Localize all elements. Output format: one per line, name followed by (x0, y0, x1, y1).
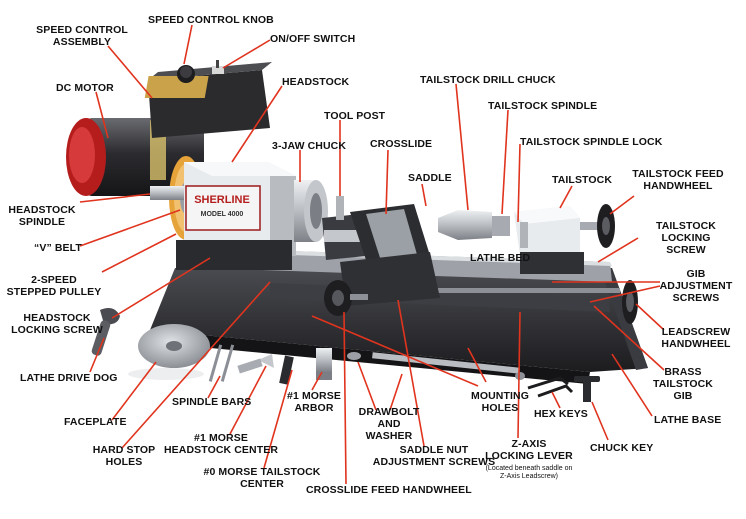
label-tailstock-feed-handwheel: TAILSTOCK FEED HANDWHEEL (632, 168, 724, 192)
leader-lines (79, 24, 665, 485)
leader-saddle (421, 183, 427, 207)
leader-dc-motor (95, 91, 109, 139)
leader-crosslide-feed-handwheel (343, 311, 347, 485)
leader-chuck-key (591, 401, 609, 441)
leader-drawbolt-a (357, 361, 377, 411)
three-jaw-chuck-shape (294, 180, 328, 242)
label-morse0-tailstock-center: #0 MORSE TAILSTOCK CENTER (203, 466, 321, 490)
label-gib-adjustment-screws: GIB ADJUSTMENT SCREWS (659, 268, 733, 304)
spindle-bars-shape (208, 344, 235, 382)
leader-z-axis-lever (517, 311, 521, 439)
label-tailstock: TAILSTOCK (552, 174, 613, 186)
label-tailstock-drill-chuck: TAILSTOCK DRILL CHUCK (420, 74, 556, 86)
label-tailstock-locking-screw: TAILSTOCK LOCKING SCREW (655, 220, 716, 256)
label-crosslide-feed-handwheel: CROSSLIDE FEED HANDWHEEL (306, 484, 472, 496)
leader-speed-control-knob (183, 24, 193, 65)
label-tailstock-spindle-lock: TAILSTOCK SPINDLE LOCK (520, 136, 663, 148)
leader-headstock-locking-screw (111, 257, 211, 319)
leader-tailstock-feed-handwheel (609, 195, 635, 215)
label-mounting-holes: MOUNTING HOLES (471, 390, 529, 414)
label-spindle-bars: SPINDLE BARS (172, 396, 252, 408)
leader-morse0-tailstock-center (263, 369, 293, 469)
leader-tailstock (559, 185, 573, 209)
label-z-axis-lever: Z-AXIS LOCKING LEVER (485, 438, 573, 462)
label-saddle: SADDLE (408, 172, 452, 184)
label-lathe-drive-dog: LATHE DRIVE DOG (20, 372, 118, 384)
label-headstock-locking-screw: HEADSTOCK LOCKING SCREW (11, 312, 103, 336)
crosslide-shape (340, 204, 440, 306)
morse1-headstock-center-shape (237, 354, 274, 374)
crosslide-handwheel-shape (324, 280, 368, 316)
leader-saddle-nut-screws (397, 299, 425, 447)
label-morse1-headstock-center: #1 MORSE HEADSTOCK CENTER (164, 432, 278, 456)
headstock-shape: SHERLINE MODEL 4000 (176, 162, 296, 270)
leader-v-belt (79, 209, 181, 247)
label-z-axis-note: (Located beneath saddle on Z-Axis Leadsc… (485, 465, 573, 480)
leader-tailstock-spindle (501, 109, 509, 215)
label-lathe-base: LATHE BASE (654, 414, 722, 426)
label-chuck-key: CHUCK KEY (590, 442, 654, 454)
label-tailstock-spindle: TAILSTOCK SPINDLE (488, 100, 598, 112)
leader-two-speed-pulley (101, 233, 177, 273)
speed-control-box-shape (144, 60, 272, 138)
leader-mounting-holes-b (311, 315, 479, 387)
label-saddle-nut-screws: SADDLE NUT ADJUSTMENT SCREWS (372, 444, 496, 468)
label-three-jaw-chuck: 3-JAW CHUCK (272, 140, 347, 152)
leader-tailstock-drill-chuck (455, 83, 469, 211)
morse1-arbor-shape (316, 348, 332, 380)
leader-leadscrew-handwheel (635, 303, 665, 331)
headstock-model-text: MODEL 4000 (201, 211, 244, 218)
label-lathe-bed: LATHE BED (470, 252, 531, 264)
leader-tailstock-locking-screw (597, 237, 639, 263)
label-headstock: HEADSTOCK (282, 76, 350, 88)
label-morse1-arbor: #1 MORSE ARBOR (287, 390, 341, 414)
leader-on-off-switch (222, 39, 271, 69)
tailstock-shape (514, 204, 615, 274)
leadscrew-handwheel-shape (622, 280, 638, 324)
lathe-drive-dog-shape (91, 308, 120, 356)
leader-tailstock-spindle-lock (517, 143, 521, 223)
label-faceplate: FACEPLATE (64, 416, 127, 428)
faceplate-shape (128, 324, 210, 380)
label-tool-post: TOOL POST (324, 110, 386, 122)
chuck-key-shape (574, 376, 600, 402)
leader-faceplate (111, 361, 157, 421)
label-two-speed-pulley: 2-SPEED STEPPED PULLEY (6, 274, 102, 298)
leader-speed-control-assembly (107, 45, 153, 99)
leader-morse1-arbor (311, 371, 323, 391)
drill-chuck-shape (438, 210, 510, 240)
leader-headstock (231, 85, 283, 163)
label-hex-keys: HEX KEYS (534, 408, 588, 420)
label-leadscrew-handwheel: LEADSCREW HANDWHEEL (661, 326, 731, 350)
leader-hard-stop-holes (121, 281, 271, 449)
label-hard-stop-holes: HARD STOP HOLES (92, 444, 156, 468)
leader-hex-keys (551, 391, 561, 409)
leader-lathe-base (611, 353, 653, 417)
label-dc-motor: DC MOTOR (56, 82, 114, 94)
headstock-brand-text: SHERLINE (194, 194, 250, 206)
morse0-tailstock-center-shape (279, 355, 294, 385)
leader-spindle-bars (207, 375, 221, 399)
hex-keys-shape (527, 376, 574, 398)
leader-morse1-headstock-center (229, 365, 267, 435)
label-v-belt: “V” BELT (34, 242, 82, 254)
label-crosslide: CROSSLIDE (370, 138, 433, 150)
leader-gib-adjustment-screws-b (589, 285, 661, 303)
label-brass-tailstock-gib: BRASS TAILSTOCK GIB (652, 366, 713, 402)
leadscrew-shape (360, 288, 620, 293)
label-speed-control-knob: SPEED CONTROL KNOB (148, 14, 274, 26)
label-on-off-switch: ON/OFF SWITCH (270, 33, 356, 45)
label-drawbolt-washer: DRAWBOLT AND WASHER (358, 406, 420, 442)
leader-drawbolt-b (389, 373, 403, 411)
leader-brass-tailstock-gib (593, 305, 665, 371)
label-headstock-spindle: HEADSTOCK SPINDLE (8, 204, 76, 228)
leader-mounting-holes (467, 347, 487, 383)
leader-headstock-spindle (79, 193, 151, 203)
leader-crosslide (385, 149, 389, 215)
label-speed-control-assembly: SPEED CONTROL ASSEMBLY (36, 24, 128, 48)
leader-lathe-drive-dog (89, 337, 105, 373)
